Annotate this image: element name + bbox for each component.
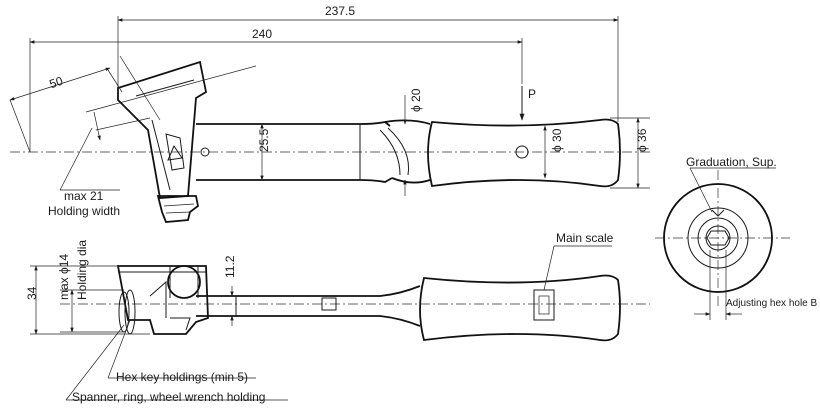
dim-overall-height: 34 <box>25 286 39 300</box>
label-holding-width: Holding width <box>48 204 120 218</box>
top-head-knob <box>156 195 199 223</box>
dim-head-width: ϕ 20 <box>409 88 423 112</box>
hex-leader <box>107 319 131 379</box>
side-head <box>116 265 209 335</box>
label-hex-key-holdings: Hex key holdings (min 5) <box>116 370 248 384</box>
top-head-slot-arrow <box>167 144 183 161</box>
top-neck-curve <box>387 127 410 176</box>
top-dimensions: 237.5 240 50 max 21 Holding width 25.5 ϕ… <box>9 4 650 218</box>
top-knob-line <box>165 211 191 214</box>
dim-total-length: 237.5 <box>325 4 355 18</box>
graduation-leader <box>689 167 713 213</box>
side-dimensions: 34 max ϕ14 Holding dia 11.2 Hex key hold… <box>25 240 288 404</box>
label-max-holding-dia: max ϕ14 <box>57 254 71 300</box>
end-outer-circle <box>663 183 773 293</box>
dim-head-height: 25.5 <box>257 128 271 152</box>
top-shaft-upper <box>196 121 391 127</box>
label-graduation: Graduation, Sup. <box>686 155 777 169</box>
side-head-inner <box>149 280 167 318</box>
spanner-leader <box>65 324 125 401</box>
side-grip <box>419 274 621 342</box>
side-main-scale <box>533 289 555 321</box>
side-head-knob <box>167 265 201 299</box>
label-load-point: P <box>528 87 536 101</box>
top-head-body <box>117 60 208 199</box>
label-holding-dia: Holding dia <box>75 240 89 300</box>
dim-line-50 <box>9 67 111 101</box>
top-neck-bottom <box>391 177 431 184</box>
side-head-lower <box>170 317 191 331</box>
label-main-scale: Main scale <box>556 231 614 245</box>
end-graduation-mark <box>711 209 725 217</box>
top-pivot-pin <box>200 147 210 157</box>
top-head-edge <box>135 79 195 97</box>
end-inner-circle <box>697 217 739 259</box>
label-adjusting-hex-hole: Adjusting hex hole B <box>726 298 818 309</box>
label-spanner-holding: Spanner, ring, wheel wrench holding <box>72 390 265 404</box>
side-shaft-upper <box>196 285 421 297</box>
side-view: Main scale <box>60 231 650 342</box>
top-neck-curve <box>379 129 401 176</box>
side-shaft-window <box>321 297 337 311</box>
end-hub-circle <box>705 225 731 251</box>
top-knob-line <box>163 203 195 207</box>
top-shaft-lower <box>196 177 393 183</box>
dim-grip-dia: ϕ 30 <box>550 128 564 152</box>
top-neck-top <box>384 119 431 125</box>
dim-length-to-load: 240 <box>252 27 272 41</box>
top-head-inner <box>151 119 171 191</box>
dim-max-dia: ϕ 36 <box>635 128 649 152</box>
side-shaft-lower <box>196 315 421 327</box>
end-hex-hole <box>706 230 730 246</box>
end-mid-circle <box>687 207 749 269</box>
dim-head-offset: 50 <box>48 74 65 92</box>
end-view: Graduation, Sup. Adjusting hex hole B <box>655 155 818 320</box>
top-load-point-mark <box>515 145 529 159</box>
dim-holder-height: 11.2 <box>223 255 237 278</box>
top-view <box>10 60 650 223</box>
label-max-holding-width: max 21 <box>64 189 104 203</box>
top-grip <box>427 118 621 188</box>
top-head-slot <box>165 133 185 171</box>
